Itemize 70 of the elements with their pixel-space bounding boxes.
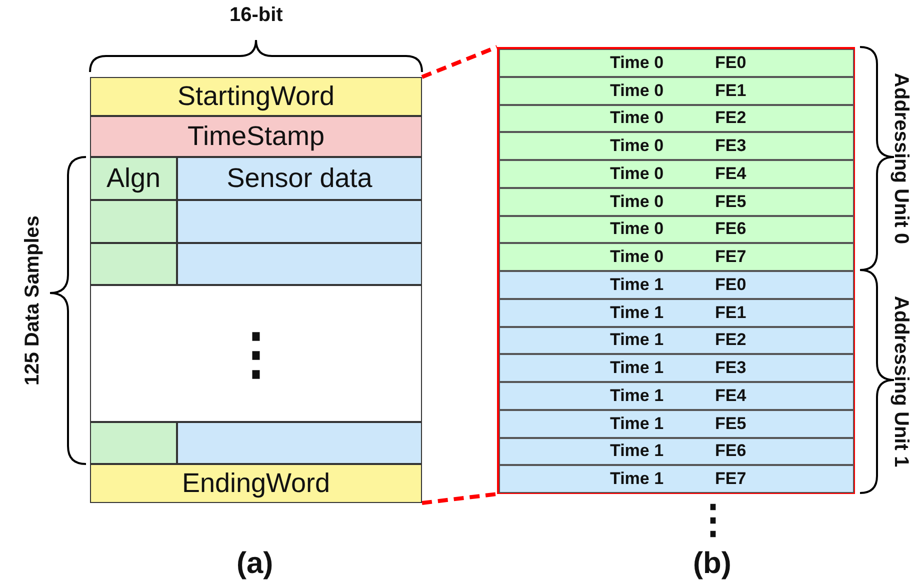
time-label: Time 0: [610, 247, 664, 268]
time-label: Time 0: [610, 52, 664, 73]
field-cell: [177, 422, 422, 464]
frontend-label: FE1: [715, 80, 746, 101]
field-cell: Algn: [90, 157, 177, 200]
frontend-label: FE2: [715, 108, 746, 128]
time-label: Time 1: [610, 469, 664, 490]
frontend-label: FE3: [715, 136, 746, 156]
frontend-label: FE3: [715, 358, 746, 378]
frontend-label: FE4: [715, 386, 746, 406]
field-cell: [177, 243, 422, 285]
time-label: Time 1: [610, 274, 664, 295]
time-label: Time 1: [610, 302, 664, 323]
word-field: StartingWord: [90, 77, 422, 116]
frontend-label: FE5: [715, 192, 746, 212]
dashed-connector: [422, 492, 498, 505]
frontend-label: FE7: [715, 469, 746, 490]
brace-label: 125 Data Samples: [22, 214, 45, 386]
table-frame: [497, 47, 855, 494]
table-row: [499, 216, 854, 244]
frontend-label: FE6: [715, 219, 746, 240]
time-label: Time 0: [610, 164, 664, 184]
time-label: Time 0: [610, 219, 664, 240]
word-field: EndingWord: [90, 464, 422, 503]
time-label: Time 1: [610, 386, 664, 406]
field-cell: [90, 200, 177, 243]
time-label: Time 0: [610, 108, 664, 128]
time-label: Time 1: [610, 330, 664, 350]
field-cell: ⋮: [90, 285, 422, 422]
table-row: [499, 188, 854, 216]
time-label: Time 1: [610, 414, 664, 434]
panel-label: (a): [236, 547, 274, 581]
table-row: [499, 160, 854, 188]
field-cell: [90, 422, 177, 464]
ellipsis-mark: ⋮: [693, 500, 733, 540]
field-cell: Sensor data: [177, 157, 422, 200]
time-label: Time 0: [610, 192, 664, 212]
time-label: Time 1: [610, 441, 664, 462]
field-cell: [90, 243, 177, 285]
table-row: [499, 49, 854, 77]
frontend-label: FE2: [715, 330, 746, 350]
table-row: [499, 465, 854, 493]
frontend-label: FE6: [715, 441, 746, 462]
table-row: [499, 132, 854, 160]
table-row: [499, 76, 854, 104]
time-label: Time 0: [610, 80, 664, 101]
frontend-label: FE4: [715, 164, 746, 184]
brace-label: 16-bit: [230, 4, 283, 27]
panel-label: (b): [693, 547, 732, 581]
dashed-connector: [421, 45, 498, 79]
table-row: [499, 326, 854, 354]
table-row: [499, 104, 854, 132]
table-row: [499, 243, 854, 271]
field-cell: [177, 200, 422, 243]
word-field: TimeStamp: [90, 116, 422, 157]
table-row: [499, 382, 854, 410]
table-row: [499, 271, 854, 299]
time-label: Time 1: [610, 358, 664, 378]
brace-label: Addressing Unit 1: [888, 295, 912, 467]
brace-label: Addressing Unit 0: [888, 72, 912, 244]
table-row: [499, 438, 854, 466]
table-row: [499, 354, 854, 382]
frontend-label: FE5: [715, 414, 746, 434]
frontend-label: FE0: [715, 274, 746, 295]
frontend-label: FE0: [715, 52, 746, 73]
table-row: [499, 298, 854, 326]
table-row: [499, 410, 854, 438]
frontend-label: FE1: [715, 302, 746, 323]
frontend-label: FE7: [715, 247, 746, 268]
time-label: Time 0: [610, 136, 664, 156]
